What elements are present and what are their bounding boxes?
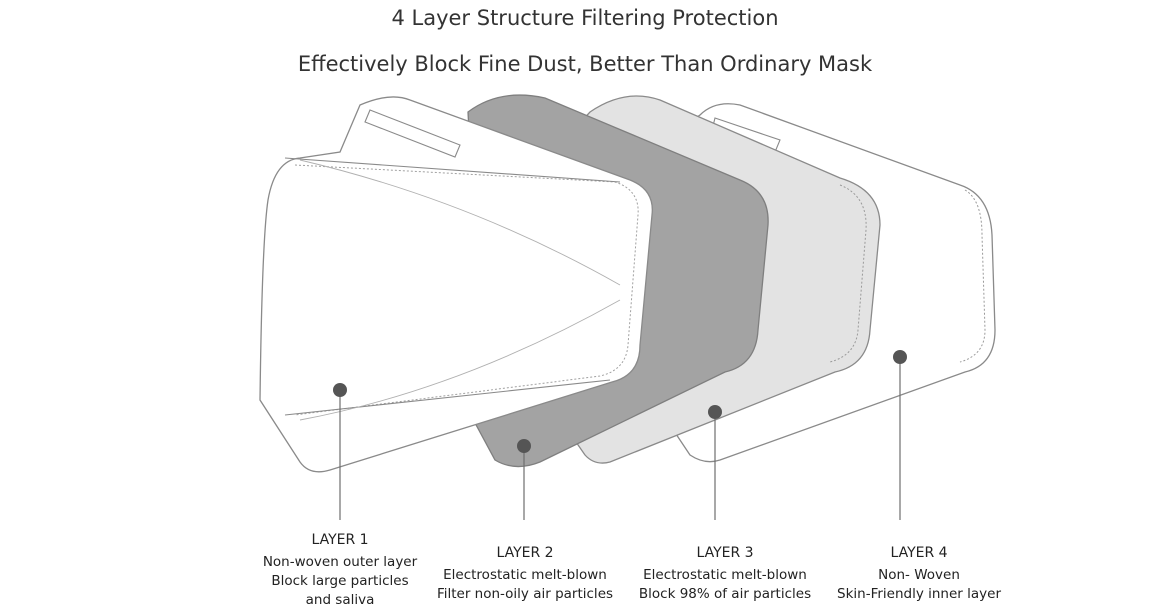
layer-3-pointer	[708, 405, 722, 520]
layer-2-marker-dot	[517, 439, 531, 453]
layer-1-shape	[259, 96, 653, 473]
layer-2-desc-line-2: Filter non-oily air particles	[436, 586, 614, 602]
layer-1-caption: LAYER 1 Non-woven outer layer Block larg…	[230, 531, 450, 610]
layer-4-desc-line-2: Skin-Friendly inner layer	[837, 586, 1001, 602]
layer-2-pointer	[517, 439, 531, 520]
layer-3-desc-line-2: Block 98% of air particles	[638, 586, 812, 602]
layer-3-desc-line-1: Electrostatic melt-blown	[643, 567, 807, 583]
layer-2-label: LAYER 2	[496, 545, 554, 561]
layer-1-body	[259, 96, 653, 473]
diagram-title: 4 Layer Structure Filtering Protection	[391, 6, 779, 30]
layer-2-caption: LAYER 2 Electrostatic melt-blown Filter …	[415, 544, 635, 604]
layer-1-pointer	[333, 383, 347, 520]
layer-1-desc-line-2: Block large particles	[271, 573, 409, 589]
layer-4-marker-dot	[893, 350, 907, 364]
layer-4-desc-line-1: Non- Woven	[878, 567, 960, 583]
layer-3-label: LAYER 3	[696, 545, 754, 561]
layer-1-desc-line-1: Non-woven outer layer	[262, 554, 418, 570]
layer-1-desc-line-3: and saliva	[305, 592, 375, 608]
layer-3-caption: LAYER 3 Electrostatic melt-blown Block 9…	[615, 544, 835, 604]
layer-4-pointer	[893, 350, 907, 520]
diagram-subtitle: Effectively Block Fine Dust, Better Than…	[297, 52, 873, 76]
layer-4-caption: LAYER 4 Non- Woven Skin-Friendly inner l…	[809, 544, 1029, 604]
layer-4-label: LAYER 4	[890, 545, 948, 561]
layer-1-marker-dot	[333, 383, 347, 397]
layer-2-desc-line-1: Electrostatic melt-blown	[443, 567, 607, 583]
layer-3-marker-dot	[708, 405, 722, 419]
layer-1-label: LAYER 1	[311, 532, 369, 548]
